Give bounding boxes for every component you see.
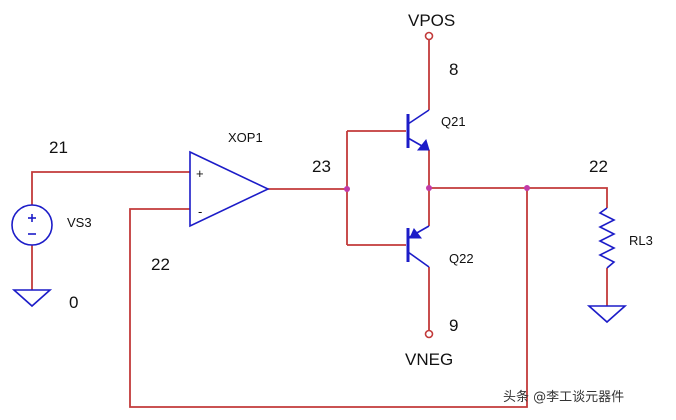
- wire-node-21: [31, 171, 190, 205]
- label-node-23: 23: [312, 157, 331, 176]
- label-q21: Q21: [441, 114, 466, 129]
- ground-symbol-right: [586, 305, 628, 324]
- wire-feedback: [129, 188, 528, 408]
- label-node-0: 0: [69, 293, 78, 312]
- voltage-source-vs3: [11, 204, 53, 246]
- label-node-8: 8: [449, 60, 458, 79]
- label-q22: Q22: [449, 251, 474, 266]
- label-xop1: XOP1: [228, 130, 263, 145]
- watermark: 头条 @李工谈元器件: [503, 389, 624, 405]
- transistor-q21: [406, 109, 430, 151]
- label-rl3: RL3: [629, 233, 653, 248]
- label-node-21: 21: [49, 138, 68, 157]
- opamp-symbol: + -: [189, 150, 270, 228]
- transistor-q22: [406, 225, 430, 268]
- ground-symbol-left: [11, 289, 53, 308]
- wire-node-22-load: [429, 187, 608, 208]
- label-vs3: VS3: [67, 215, 92, 230]
- label-node-9: 9: [449, 316, 458, 335]
- label-vneg: VNEG: [405, 350, 453, 369]
- resistor-rl3: [598, 207, 616, 269]
- opamp-minus-sign: -: [198, 204, 202, 219]
- vpos-terminal: [424, 31, 434, 41]
- label-node-22-left: 22: [151, 255, 170, 274]
- junction-emitters: [426, 185, 432, 191]
- opamp-plus-sign: +: [196, 166, 204, 181]
- junction-feedback: [524, 185, 530, 191]
- wires: [31, 39, 608, 408]
- label-node-22-right: 22: [589, 157, 608, 176]
- label-vpos: VPOS: [408, 11, 455, 30]
- junction-node-23: [344, 186, 350, 192]
- vneg-terminal: [424, 329, 434, 339]
